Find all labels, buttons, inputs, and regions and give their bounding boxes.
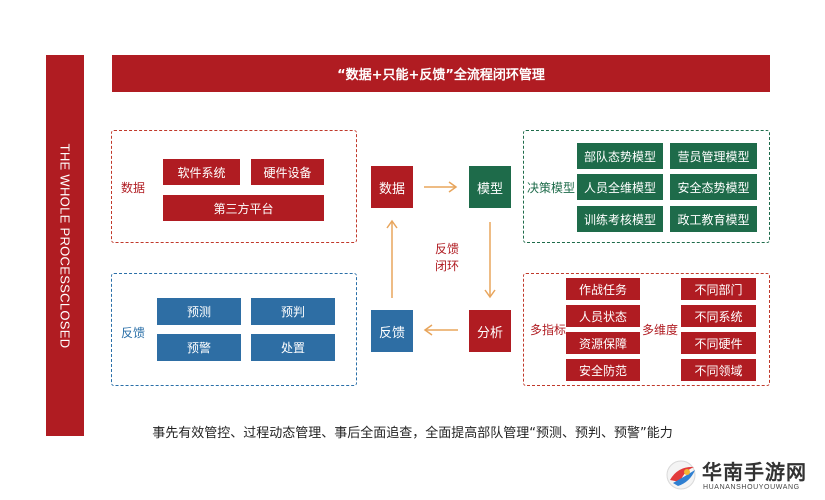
data-panel [111,130,357,243]
feedback-panel [111,273,357,386]
bottom-caption: 事先有效管控、过程动态管理、事后全面追查，全面提高部队管理“预测、预判、预警”能… [152,426,673,441]
dimension-domain: 不同领域 [681,359,756,381]
indicator-resource: 资源保障 [566,332,640,354]
title-bar: “数据+只能+反馈”全流程闭环管理 [112,55,770,92]
analysis-panel [523,273,770,386]
loop-label-line-1: 反馈 [434,242,459,256]
loop-label-line-2: 闭环 [434,259,459,273]
model-panel-label: 决策模型 [527,181,576,195]
dimension-hardware: 不同硬件 [681,332,756,354]
feedback-loop-label: 反馈 闭环 [430,241,464,275]
data-source-hardware: 硬件设备 [251,159,324,185]
node-model: 模型 [469,166,511,208]
arrow-data-to-model-head [448,181,458,193]
feedback-panel-label: 反馈 [121,326,146,340]
dimension-department: 不同部门 [681,278,756,300]
indicator-security: 安全防范 [566,359,640,381]
node-data: 数据 [371,166,413,208]
node-analysis: 分析 [469,310,511,352]
model-item-3: 人员全维模型 [577,174,663,200]
side-banner: THE WHOLE PROCESSCLOSED [46,55,84,436]
model-item-4: 安全态势模型 [670,174,757,200]
feedback-handle: 处置 [251,334,335,361]
data-source-third-party: 第三方平台 [163,195,324,221]
model-item-6: 政工教育模型 [670,206,757,232]
arrow-analysis-to-feedback-head [423,324,433,336]
model-item-2: 营员管理模型 [670,143,757,169]
watermark-logo-icon [666,460,696,490]
analysis-multi-indicator-label: 多指标 [530,323,567,337]
indicator-combat: 作战任务 [566,278,640,300]
watermark-subtitle: HUANANSHOUYOUWANG [703,484,800,491]
arrow-model-to-analysis-head [484,289,496,299]
model-item-1: 部队态势模型 [577,143,663,169]
indicator-personnel: 人员状态 [566,305,640,327]
model-panel [523,130,770,243]
model-item-5: 训练考核模型 [577,206,663,232]
feedback-warn: 预警 [157,334,241,361]
data-source-software: 软件系统 [163,159,240,185]
feedback-predict: 预测 [157,298,241,325]
analysis-multi-dimension-label: 多维度 [642,323,679,337]
arrow-feedback-to-data-head [386,219,398,229]
watermark-title: 华南手游网 [702,460,807,484]
feedback-judge: 预判 [251,298,335,325]
node-feedback: 反馈 [371,310,413,352]
dimension-system: 不同系统 [681,305,756,327]
data-panel-label: 数据 [121,181,146,195]
